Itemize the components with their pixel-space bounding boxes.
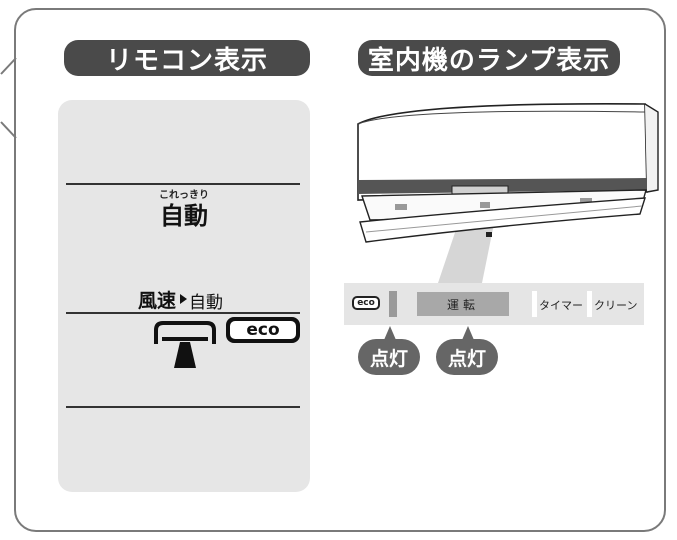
- clean-lamp-light: [587, 291, 592, 317]
- eco-badge-text: eco: [230, 321, 296, 339]
- lcd-divider: [66, 406, 300, 408]
- fan-speed-label: 風速: [138, 290, 177, 312]
- arrow-right-icon: [180, 294, 187, 304]
- eco-lamp-callout: 点灯: [358, 339, 420, 375]
- callout-pointers: [384, 326, 474, 340]
- remote-display-title: リモコン表示: [64, 40, 310, 76]
- operation-lamp: 運転: [417, 292, 509, 316]
- clean-lamp-label: クリーン: [594, 299, 638, 312]
- mode-label: 自動: [160, 202, 208, 230]
- eco-badge: eco: [226, 317, 300, 343]
- remote-lcd-panel: これっきり 自動 風速 自動 eco: [58, 100, 310, 492]
- lcd-divider: [66, 183, 300, 185]
- eco-lamp-light: [389, 291, 397, 317]
- timer-lamp-light: [532, 291, 537, 317]
- mode-ruby: これっきり: [159, 190, 209, 201]
- air-conditioner-illustration: [357, 103, 659, 283]
- fan-speed-value: 自動: [189, 293, 223, 313]
- eco-lamp-icon: eco: [352, 296, 380, 310]
- indicator-lamp-strip: eco 運転 タイマー クリーン: [344, 283, 644, 325]
- airflow-icon: [154, 321, 216, 368]
- operation-lamp-callout: 点灯: [436, 339, 498, 375]
- indoor-lamp-title: 室内機のランプ表示: [358, 40, 620, 76]
- bubble-pointer: [0, 57, 17, 139]
- lcd-divider: [66, 312, 300, 314]
- eco-lamp-label: eco: [354, 298, 378, 308]
- timer-lamp-label: タイマー: [539, 299, 583, 312]
